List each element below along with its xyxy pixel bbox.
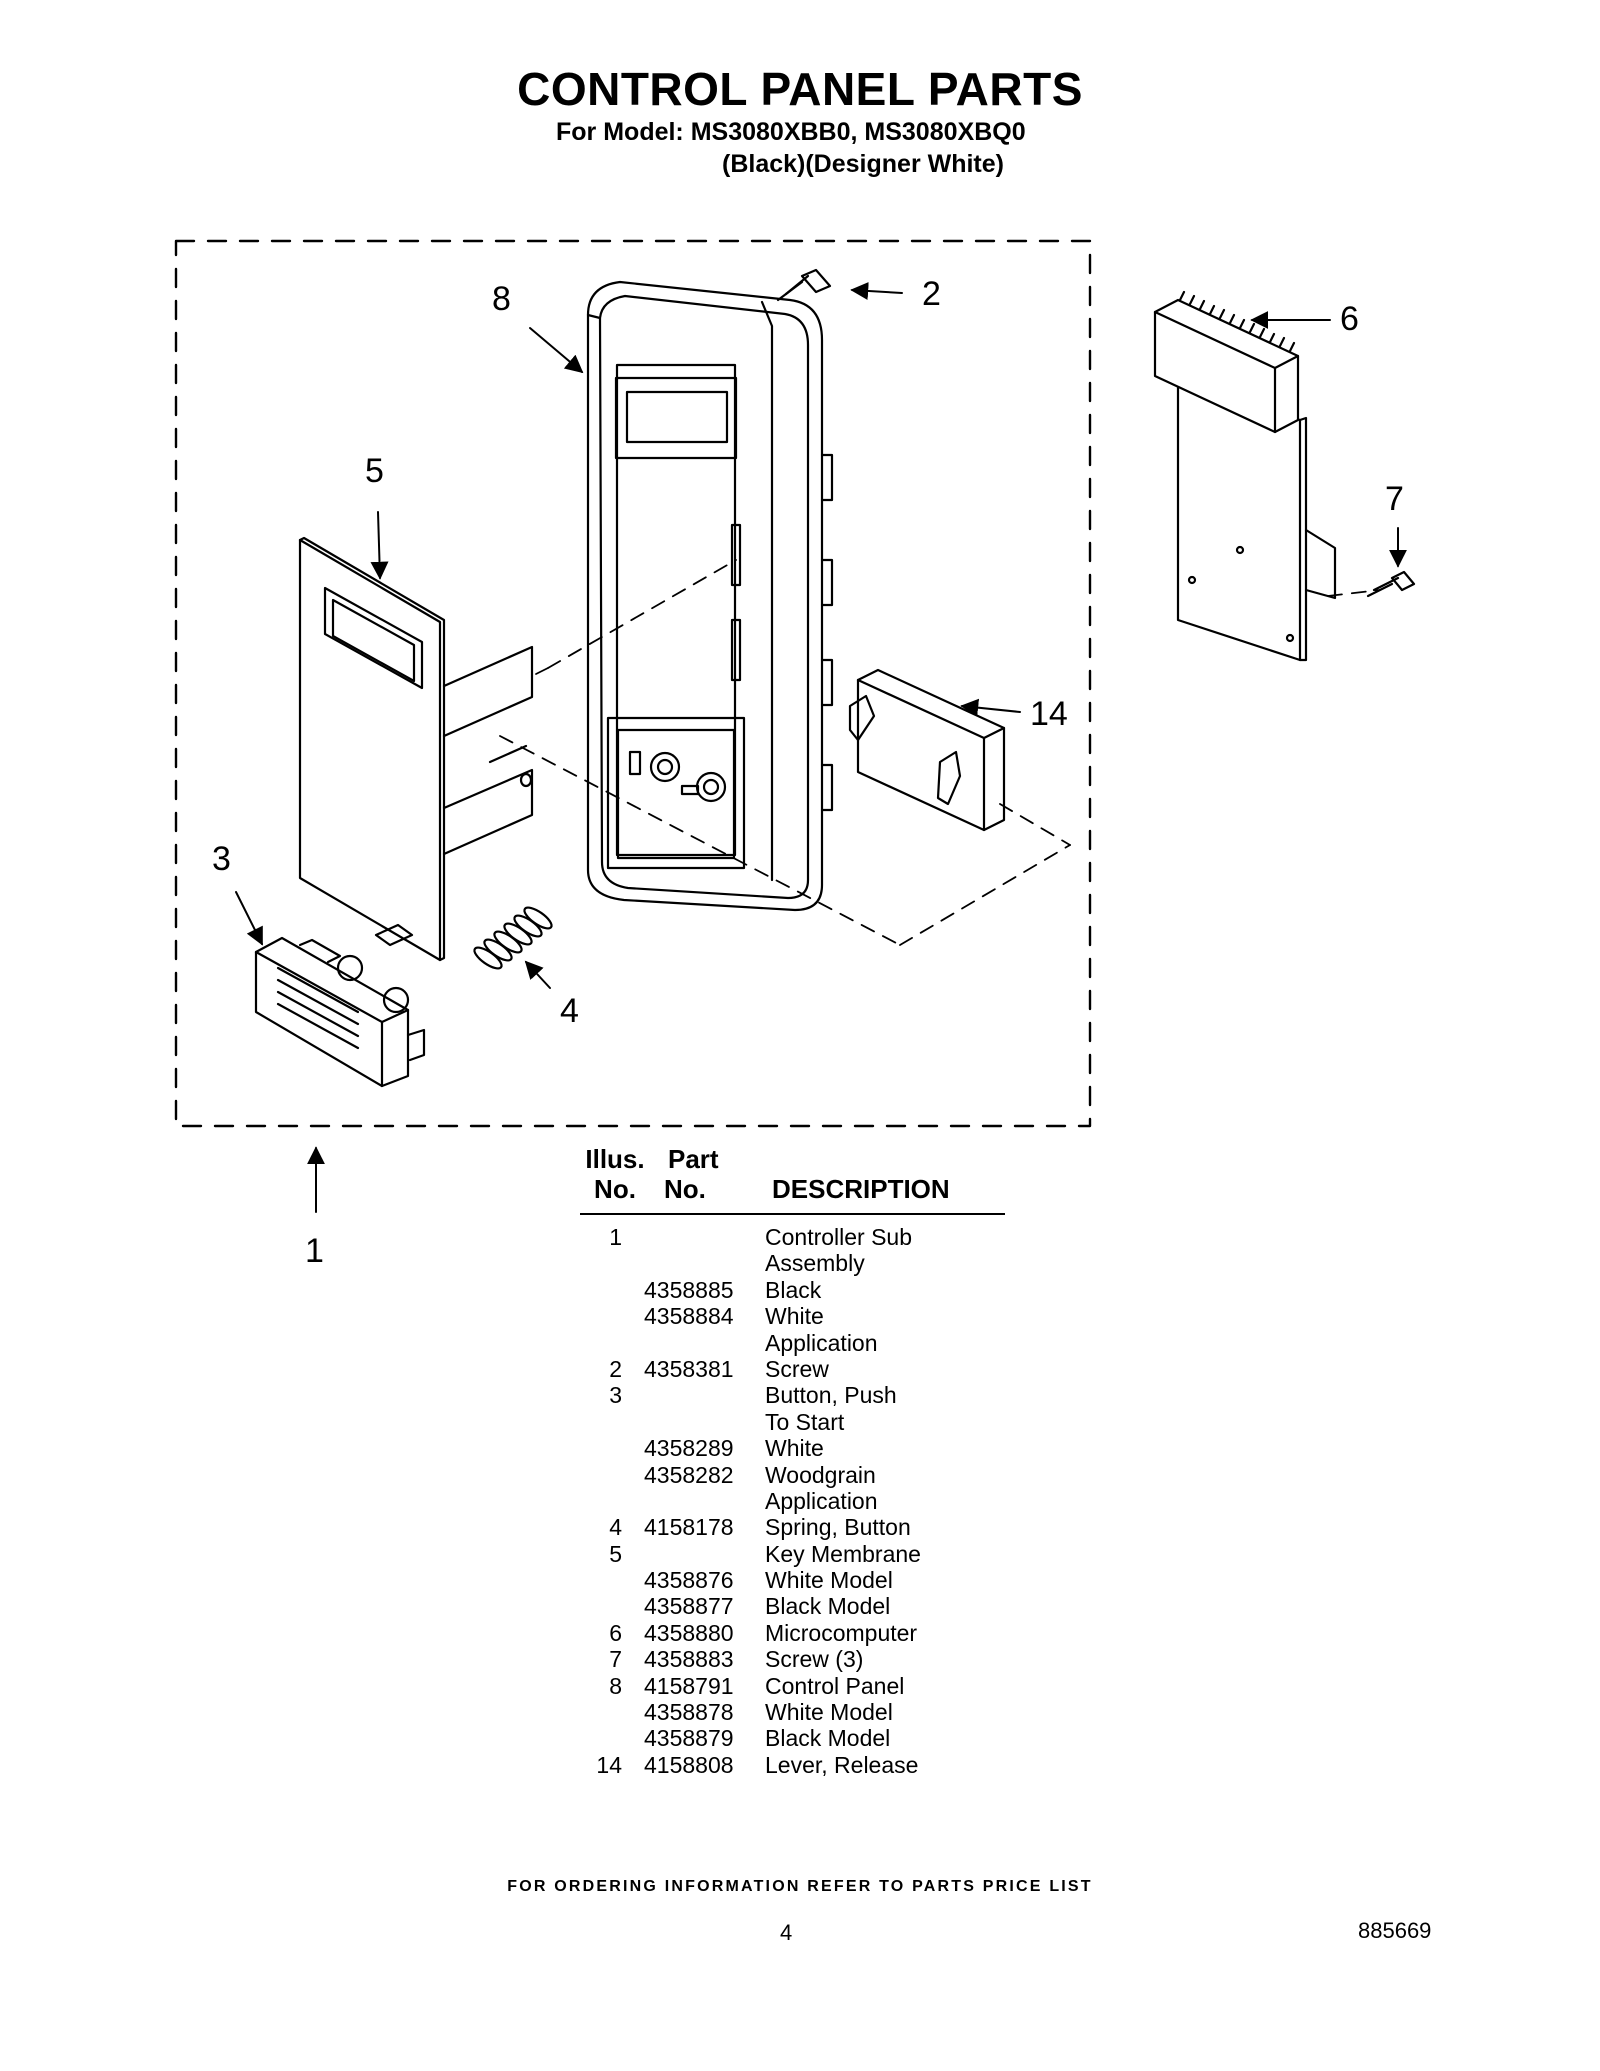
button-spring-part [473, 906, 553, 970]
description: Black Model [765, 1725, 891, 1752]
callout-4: 4 [560, 992, 579, 1030]
callout-14: 14 [1030, 695, 1068, 733]
illus-no: 4 [609, 1514, 622, 1541]
part-no: 4358883 [644, 1646, 734, 1673]
callout-6: 6 [1340, 300, 1359, 338]
callout-2: 2 [922, 275, 941, 313]
assembly-boundary [174, 239, 1092, 1128]
description: Key Membrane [765, 1540, 921, 1567]
part-no: 4358885 [644, 1276, 734, 1303]
illus-no: 5 [609, 1540, 622, 1567]
description: Control Panel [765, 1672, 905, 1699]
illus-no: 8 [609, 1672, 622, 1699]
part-no: 4358282 [644, 1461, 734, 1488]
description: White [765, 1435, 824, 1462]
description: Lever, Release [765, 1751, 919, 1778]
callout-8: 8 [492, 280, 511, 318]
description: White [765, 1303, 824, 1330]
header-part: Part No. [664, 1144, 719, 1204]
color-line: (Black)(Designer White) [722, 150, 1004, 178]
screw-part-2 [776, 268, 832, 302]
illus-no: 6 [609, 1619, 622, 1646]
page-title: CONTROL PANEL PARTS [517, 63, 1083, 115]
illus-no: 1 [609, 1224, 622, 1250]
push-to-start-button-part [254, 936, 426, 1088]
part-no: 4158808 [644, 1751, 734, 1778]
description: Woodgrain [765, 1461, 876, 1488]
microcomputer-part [1153, 290, 1337, 662]
callout-7: 7 [1385, 480, 1404, 518]
key-membrane-part [298, 536, 534, 962]
description: Black [765, 1276, 822, 1303]
description: Screw [765, 1355, 829, 1382]
part-no: 4158178 [644, 1514, 734, 1541]
part-no: 4358878 [644, 1699, 734, 1726]
description: To Start [765, 1408, 845, 1435]
part-no: 4358289 [644, 1435, 734, 1462]
ordering-note: FOR ORDERING INFORMATION REFER TO PARTS … [507, 1878, 1093, 1895]
part-no: 4358880 [644, 1619, 734, 1646]
description: Button, Push [765, 1382, 897, 1409]
header-rule [580, 1213, 1005, 1215]
callout-5: 5 [365, 452, 384, 490]
description: Controller Sub [765, 1224, 913, 1250]
illus-no: 3 [609, 1382, 622, 1409]
release-lever-part [848, 668, 1006, 832]
description: White Model [765, 1699, 893, 1726]
header-illus: Illus. No. [585, 1144, 645, 1204]
part-no: 4158791 [644, 1672, 734, 1699]
control-panel-part [586, 280, 834, 912]
description: Screw (3) [765, 1646, 864, 1673]
page-number: 4 [780, 1920, 793, 1945]
part-no: 4358884 [644, 1303, 734, 1330]
description: Application [765, 1329, 878, 1356]
part-no: 4358879 [644, 1725, 734, 1752]
screw-part-7 [1366, 570, 1416, 598]
illus-no: 7 [609, 1646, 622, 1673]
part-no: 4358381 [644, 1355, 734, 1382]
description: Assembly [765, 1250, 865, 1277]
part-no: 4358877 [644, 1593, 734, 1620]
document-number: 885669 [1358, 1918, 1432, 1943]
callout-1: 1 [305, 1232, 324, 1270]
description: Microcomputer [765, 1619, 918, 1646]
description: Application [765, 1487, 878, 1514]
description: White Model [765, 1567, 893, 1594]
header-description: DESCRIPTION [772, 1174, 950, 1204]
model-line: For Model: MS3080XBB0, MS3080XBQ0 [556, 118, 1026, 146]
illus-no: 2 [609, 1355, 622, 1382]
description: Black Model [765, 1593, 891, 1620]
illus-no: 14 [596, 1751, 622, 1778]
part-no: 4358876 [644, 1567, 734, 1594]
callout-3: 3 [212, 840, 231, 878]
description: Spring, Button [765, 1514, 911, 1541]
